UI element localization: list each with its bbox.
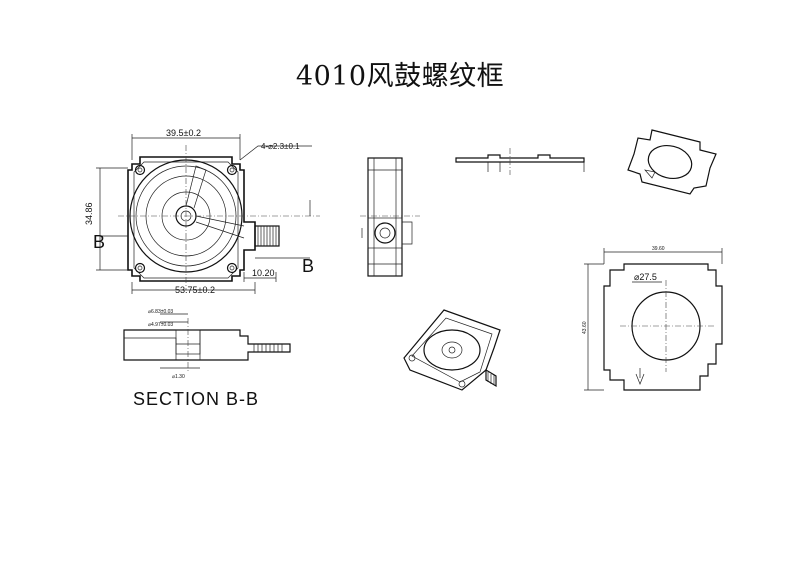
section-label: SECTION B-B — [133, 389, 259, 409]
frame-outline — [127, 156, 256, 282]
section-mark-right: B — [302, 256, 314, 276]
dim-total-length: 53.75±0.2 — [175, 285, 215, 295]
plate-iso-view — [627, 129, 717, 195]
dim-section-b: ⌀4.97±0.03 — [148, 322, 173, 328]
fan-iso-view — [403, 309, 501, 391]
dim-thread-length: 10.20 — [252, 268, 275, 278]
plate-flat-view: 39.60 43.60 ⌀27.5 — [582, 246, 723, 391]
dim-plate-height: 43.60 — [582, 321, 588, 334]
dim-plate-circle: ⌀27.5 — [634, 272, 657, 282]
section-view: ⌀6.83±0.03 ⌀4.97±0.03 ⌀1.30 SECTION B-B — [123, 309, 291, 409]
dim-plate-width: 39.60 — [652, 246, 665, 252]
dim-frame-height: 34.86 — [84, 202, 94, 225]
section-mark-left: B — [93, 232, 105, 252]
side-view — [360, 157, 420, 277]
dim-section-c: ⌀1.30 — [172, 374, 185, 380]
dim-hole-size: 4-⌀2.3±0.1 — [261, 142, 300, 151]
dim-section-a: ⌀6.83±0.03 — [148, 309, 173, 315]
dim-frame-width: 39.5±0.2 — [166, 128, 201, 138]
mount-holes — [134, 164, 238, 274]
plate-edge-view — [455, 148, 585, 175]
thread-nozzle — [254, 225, 280, 247]
drawing-title: 4010风鼓螺纹框 — [295, 61, 505, 92]
top-view: 39.5±0.2 4-⌀2.3±0.1 53.75±0.2 10.20 34.8… — [84, 128, 320, 295]
